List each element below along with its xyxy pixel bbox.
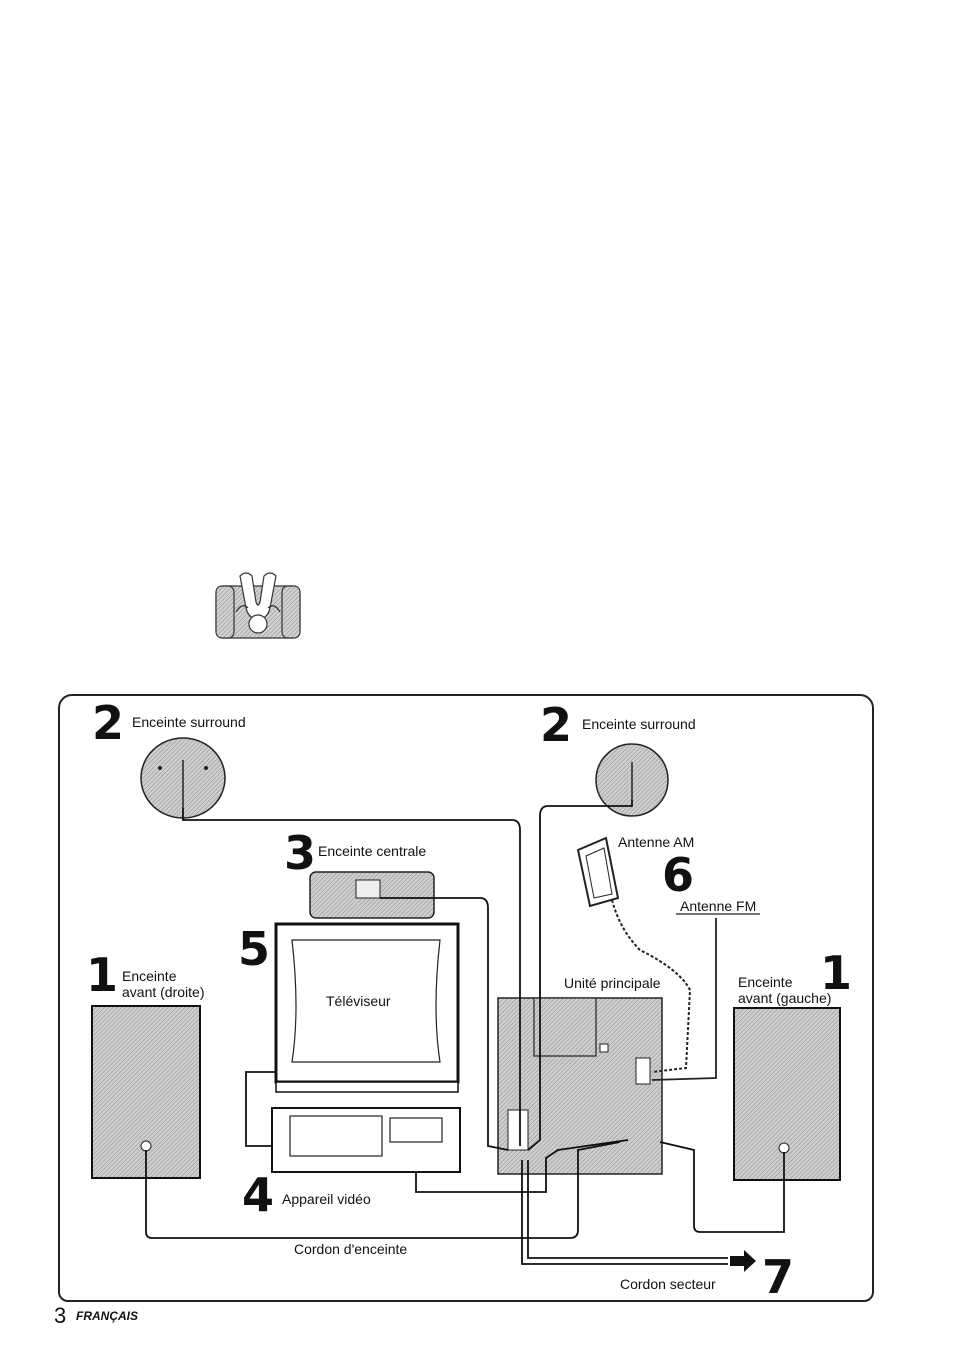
label-power-cord: Cordon secteur [620, 1276, 716, 1292]
step-number-surround-right: 2 [540, 702, 572, 748]
label-speaker-cord: Cordon d'enceinte [294, 1241, 407, 1257]
footer-language: FRANÇAIS [76, 1309, 138, 1323]
label-main-unit: Unité principale [564, 975, 661, 991]
center-speaker [310, 872, 434, 918]
step-number-surround-left: 2 [92, 700, 124, 746]
label-am-antenna: Antenne AM [618, 834, 694, 850]
step-number-tv: 5 [238, 926, 270, 972]
label-front-right-line2: avant (droite) [122, 984, 204, 1000]
label-fm-antenna: Antenne FM [680, 898, 756, 914]
label-tv: Téléviseur [326, 993, 391, 1009]
step-number-front-right: 1 [86, 952, 118, 998]
label-front-left-line2: avant (gauche) [738, 990, 831, 1006]
page-number: 3 [54, 1304, 66, 1328]
surround-speaker-left [141, 738, 225, 818]
front-speaker-left [734, 1008, 840, 1180]
step-number-center: 3 [284, 830, 316, 876]
label-vcr: Appareil vidéo [282, 1191, 371, 1207]
step-number-vcr: 4 [242, 1172, 274, 1218]
label-front-left-line1: Enceinte [738, 974, 792, 990]
step-number-antenna: 6 [662, 852, 694, 898]
label-center: Enceinte centrale [318, 843, 426, 859]
label-surround-right: Enceinte surround [582, 716, 696, 732]
vcr [272, 1108, 460, 1172]
label-front-right-line1: Enceinte [122, 968, 176, 984]
step-number-power: 7 [762, 1254, 794, 1300]
label-surround-left: Enceinte surround [132, 714, 246, 730]
